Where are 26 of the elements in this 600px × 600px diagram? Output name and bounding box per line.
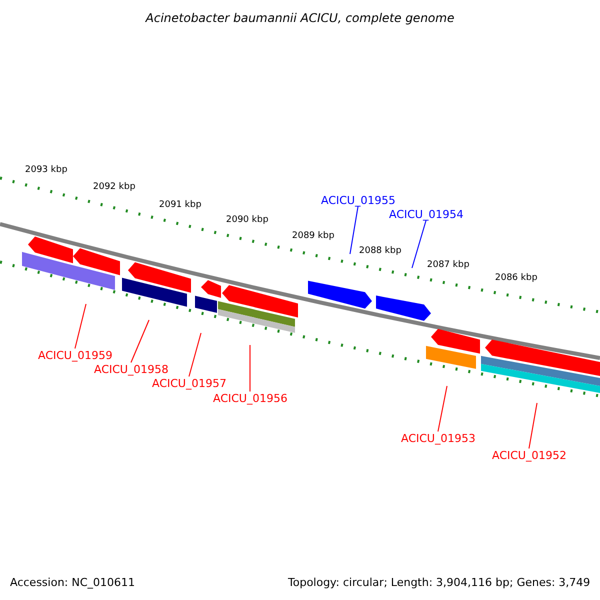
leader-line <box>412 220 426 268</box>
scale-label: 2086 kbp <box>495 274 538 282</box>
scale-label: 2087 kbp <box>427 260 470 270</box>
gene-label: ACICU_01959 <box>38 350 112 360</box>
gene-label: ACICU_01953 <box>401 432 476 444</box>
leader-line <box>438 386 448 432</box>
scale-label: 2090 kbp <box>226 216 268 224</box>
leader-line <box>350 206 358 254</box>
footer-text: Topology: circular; Length: 3,904,116 bp; Genes: 3,749 <box>288 576 590 588</box>
leader-line <box>188 332 202 377</box>
scale-label: 2093 kbp <box>25 166 68 174</box>
gene-label: ACICU_01956 <box>213 392 288 404</box>
gene-label: ACICU_01958 <box>94 364 168 374</box>
map-title: Acinetobacter baumannii ACICU, complete genome <box>144 12 456 24</box>
gene-label: ACICU_01957 <box>152 378 226 388</box>
gene-label: ACICU_01954 <box>389 208 464 220</box>
leader-line <box>130 320 150 363</box>
leader-line <box>528 402 538 449</box>
scale-label: 2091 kbp <box>159 200 202 210</box>
scale-label: 2088 kbp <box>359 246 402 256</box>
gene-label: ACICU_01955 <box>321 194 396 206</box>
leader-line <box>74 304 86 349</box>
scale-label: 2089 kbp <box>292 232 334 240</box>
footer-text: Accession: NC_010611 <box>10 576 136 588</box>
gene-label: ACICU_01952 <box>492 450 566 460</box>
scale-label: 2092 kbp <box>93 182 136 192</box>
